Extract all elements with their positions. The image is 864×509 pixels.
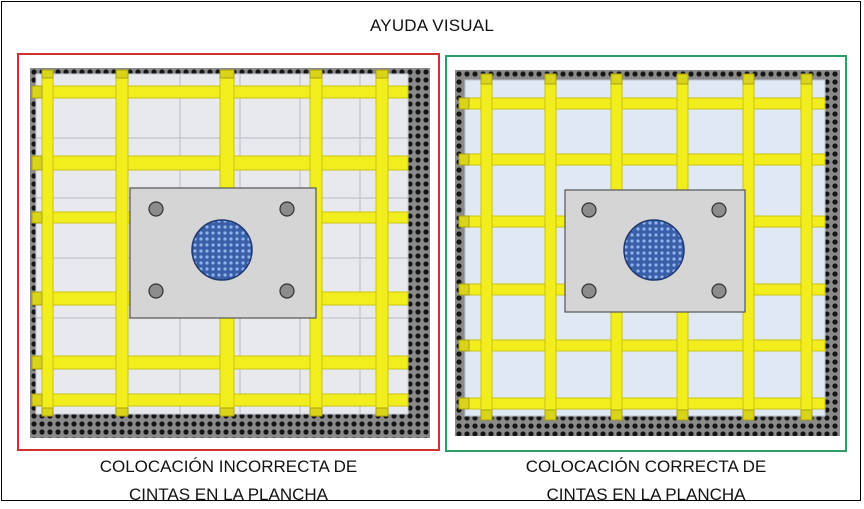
bolt-hole	[711, 283, 727, 299]
incorrect-tape-illustration	[30, 68, 430, 438]
tape-strip	[115, 73, 129, 415]
tape-strip	[375, 73, 389, 415]
correct-panel-frame	[445, 55, 847, 452]
tape-strip	[480, 79, 493, 417]
tape-strip	[464, 339, 826, 352]
page-title: AYUDA VISUAL	[370, 16, 494, 35]
correct-caption-line1: COLOCACIÓN CORRECTA DE	[525, 457, 767, 476]
correct-tape-illustration	[455, 70, 840, 436]
tape-strip	[464, 153, 826, 166]
correct-caption: COLOCACIÓN CORRECTA DE CINTAS EN LA PLAN…	[445, 453, 847, 509]
bolt-hole	[581, 283, 597, 299]
bolt-hole	[279, 201, 295, 217]
tape-strip	[41, 73, 54, 415]
center-disc	[623, 219, 685, 281]
center-disc	[191, 219, 253, 281]
tape-strip	[464, 397, 826, 410]
bolt-hole	[581, 202, 597, 218]
bolt-hole	[148, 201, 164, 217]
tape-strip	[544, 79, 557, 417]
bolt-hole	[148, 283, 164, 299]
tape-strip	[800, 79, 813, 417]
correct-caption-line2: CINTAS EN LA PLANCHA	[546, 485, 746, 504]
tape-strip	[464, 97, 826, 110]
incorrect-caption: COLOCACIÓN INCORRECTA DE CINTAS EN LA PL…	[17, 453, 440, 509]
incorrect-caption-line1: COLOCACIÓN INCORRECTA DE	[99, 457, 358, 476]
incorrect-panel-frame	[17, 53, 440, 451]
bolt-hole	[279, 283, 295, 299]
bolt-hole	[711, 202, 727, 218]
incorrect-caption-line2: CINTAS EN LA PLANCHA	[128, 485, 329, 504]
